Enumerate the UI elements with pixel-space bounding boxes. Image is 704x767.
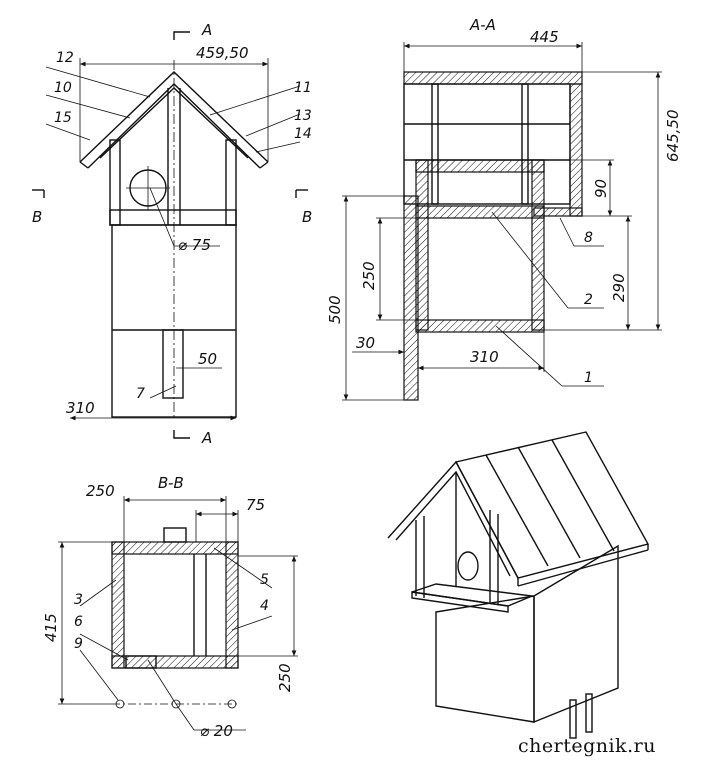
front-width-bottom: 310 <box>66 399 95 417</box>
aa-lower-h: 290 <box>610 273 628 302</box>
section-bb-title: B-B <box>158 474 184 492</box>
callout-15: 15 <box>54 110 72 126</box>
callout-1: 1 <box>584 370 593 386</box>
bb-hole-dia: ⌀ 20 <box>200 722 233 740</box>
section-bb <box>58 496 298 731</box>
front-section-b-right: B <box>302 208 312 226</box>
callout-8: 8 <box>584 230 593 246</box>
callout-10: 10 <box>54 80 72 96</box>
bb-height-right: 250 <box>276 663 294 692</box>
aa-post-gap: 30 <box>356 334 375 352</box>
bb-width-right: 75 <box>246 496 265 514</box>
callout-7: 7 <box>136 386 145 402</box>
aa-post-h: 500 <box>326 295 344 324</box>
isometric-view <box>387 431 650 739</box>
front-view <box>32 31 308 439</box>
bb-height-left: 415 <box>42 613 60 642</box>
callout-13: 13 <box>294 108 312 124</box>
callout-3: 3 <box>74 592 83 608</box>
front-post-width: 50 <box>198 350 217 368</box>
aa-width-top: 445 <box>530 28 559 46</box>
aa-height-total: 645,50 <box>664 110 682 163</box>
site-watermark: chertegnik.ru <box>518 735 656 757</box>
bb-width-left: 250 <box>86 482 115 500</box>
aa-roof-gap: 90 <box>592 179 610 198</box>
callout-14: 14 <box>294 126 312 142</box>
section-aa <box>342 42 662 401</box>
callout-4: 4 <box>260 598 269 614</box>
callout-2: 2 <box>584 292 593 308</box>
callout-11: 11 <box>294 80 312 96</box>
section-aa-title: A-A <box>469 16 496 34</box>
labels: A A 459,50 310 ⌀ 75 50 B B 12 10 15 11 1… <box>32 16 682 757</box>
front-section-b-left: B <box>32 208 42 226</box>
callout-6: 6 <box>74 614 83 630</box>
front-section-mark: A <box>201 21 212 39</box>
aa-width-inner: 310 <box>470 348 499 366</box>
aa-inner-h: 250 <box>360 261 378 290</box>
callout-12: 12 <box>56 50 74 66</box>
callout-9: 9 <box>74 636 83 652</box>
front-section-mark-bottom: A <box>201 429 212 447</box>
front-hole-dia: ⌀ 75 <box>178 236 211 254</box>
callout-5: 5 <box>260 572 269 588</box>
front-width-top: 459,50 <box>196 44 249 62</box>
